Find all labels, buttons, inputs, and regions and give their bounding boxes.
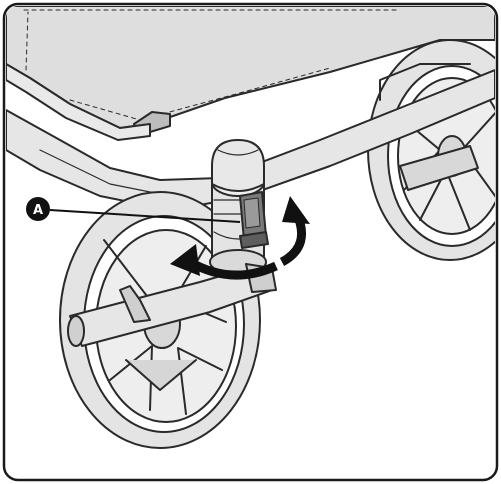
callout-label-a: A xyxy=(33,203,43,218)
frame-tube xyxy=(6,69,495,211)
rotation-arrow-icon xyxy=(170,196,310,280)
callout-marker-icon: A xyxy=(26,197,241,223)
swivel-lock-lever xyxy=(239,191,269,249)
stroller-seat xyxy=(6,6,495,141)
